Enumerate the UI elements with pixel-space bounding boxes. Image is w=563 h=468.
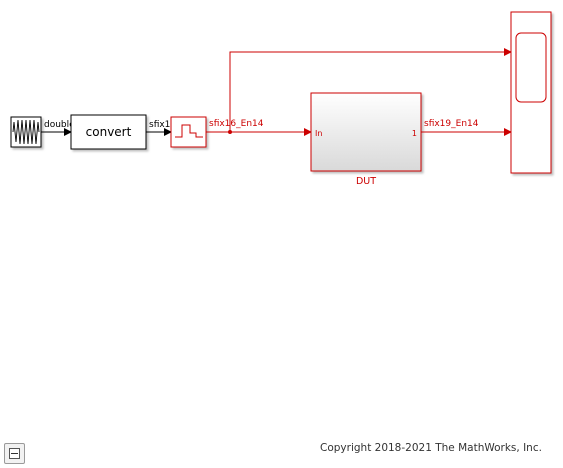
signal-branch-to-scope[interactable]	[229, 48, 512, 132]
convert-block[interactable]: convert	[70, 114, 147, 150]
signal-label-zoh-out: sfix16_En14	[209, 119, 264, 129]
staircase-icon	[175, 124, 203, 138]
convert-block-label: convert	[86, 125, 132, 139]
dut-in-port-label: In	[315, 129, 322, 138]
signal-label-source-out: double	[44, 120, 75, 130]
signal-label-convert-out: sfix16_En14	[149, 120, 204, 130]
zero-order-hold-block[interactable]	[170, 116, 207, 148]
source-block[interactable]	[10, 116, 42, 148]
copyright-text: Copyright 2018-2021 The MathWorks, Inc.	[320, 442, 542, 454]
scope-block[interactable]	[510, 11, 552, 174]
dut-subsystem-block[interactable]: In 1	[310, 92, 422, 172]
scope-screen-icon	[515, 32, 547, 103]
collapse-button[interactable]	[4, 443, 25, 464]
chirp-waveform-icon	[12, 119, 40, 145]
collapse-icon	[9, 448, 20, 459]
dut-out-port-label: 1	[412, 129, 417, 138]
signal-label-dut-out: sfix19_En14	[424, 119, 479, 129]
dut-block-name: DUT	[356, 176, 376, 187]
